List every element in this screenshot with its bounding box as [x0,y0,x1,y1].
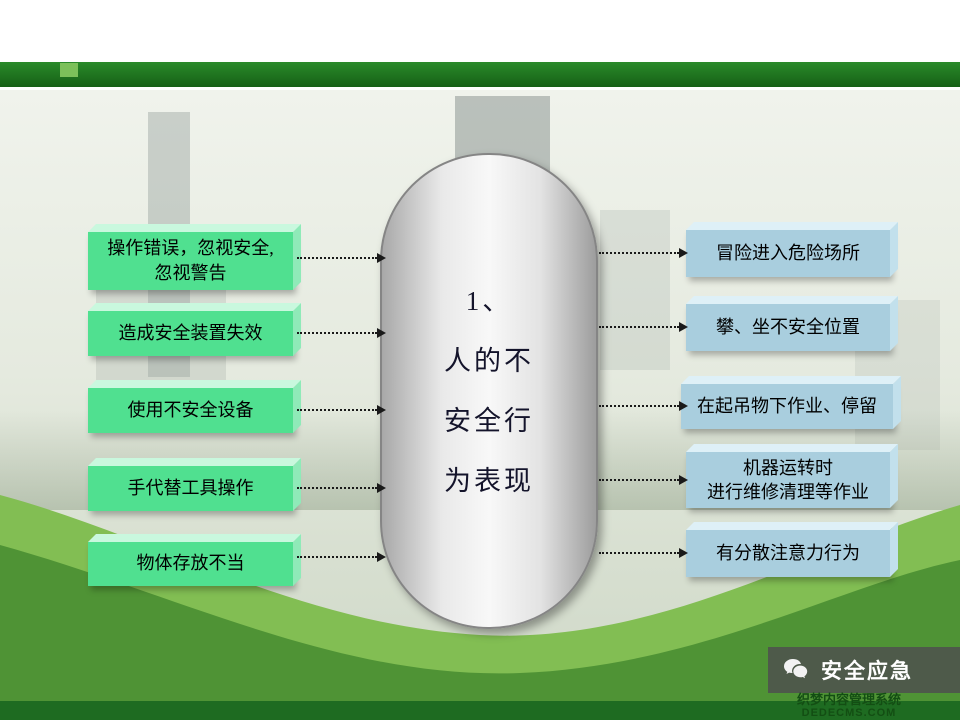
behavior-box-5: 有分散注意力行为 [686,530,890,577]
watermark-line2: DEDECMS.COM [801,707,897,719]
behavior-box-2: 攀、坐不安全位置 [686,304,890,351]
cause-box-4-label: 手代替工具操作 [127,477,254,498]
dotted-arrow-left-5 [297,552,386,562]
cause-box-5-label: 物体存放不当 [136,553,245,574]
dotted-arrow-left-1 [297,253,386,263]
capsule-line: 为表现 [444,466,534,496]
dotted-arrow-right-4 [599,475,688,485]
dotted-arrow-right-2 [599,322,688,332]
behavior-box-2-label: 攀、坐不安全位置 [716,316,860,337]
watermark-line1: 织梦内容管理系统 [796,692,901,707]
behavior-box-3: 在起吊物下作业、停留 [681,384,893,429]
cause-box-1: 操作错误，忽视安全, 忽视警告 [88,232,293,290]
dotted-arrow-right-5 [599,548,688,558]
top-green-bar [0,62,960,87]
cause-box-4: 手代替工具操作 [88,466,293,511]
capsule-line: 人的不 [444,346,534,376]
cause-box-2-label: 造成安全装置失效 [118,322,263,343]
cause-box-1-label: 操作错误，忽视安全, [107,237,274,258]
dotted-arrow-left-4 [297,483,386,493]
capsule-line-number: 1、 [465,286,513,316]
dotted-arrow-right-3 [599,401,688,411]
dotted-arrow-left-2 [297,328,386,338]
footer-brand-bar: 安全应急 [768,647,960,693]
behavior-box-3-label: 在起吊物下作业、停留 [697,395,877,416]
behavior-box-5-label: 有分散注意力行为 [716,542,860,563]
cause-box-1-label2: 忽视警告 [154,263,227,283]
building-shape [600,210,670,370]
center-topic-capsule: 1、 人的不 安全行 为表现 [380,153,598,629]
wechat-icon [784,659,808,679]
behavior-box-4: 机器运转时 进行维修清理等作业 [686,452,890,508]
bottom-wave-decoration [0,495,960,720]
behavior-box-1: 冒险进入危险场所 [686,230,890,277]
capsule-line: 安全行 [444,406,534,436]
cause-box-3: 使用不安全设备 [88,388,293,433]
behavior-box-4-label2: 进行维修清理等作业 [707,482,869,502]
behavior-box-4-label: 机器运转时 [743,457,833,478]
cause-box-2: 造成安全装置失效 [88,311,293,356]
dotted-arrow-left-3 [297,405,386,415]
dotted-arrow-right-1 [599,248,688,258]
watermark: 织梦内容管理系统 DEDECMS.COM [744,692,954,720]
cause-box-5: 物体存放不当 [88,542,293,586]
bar-notch-decoration [60,63,78,77]
cause-box-3-label: 使用不安全设备 [127,399,254,420]
brand-label: 安全应急 [821,660,913,683]
behavior-box-1-label: 冒险进入危险场所 [716,242,860,263]
